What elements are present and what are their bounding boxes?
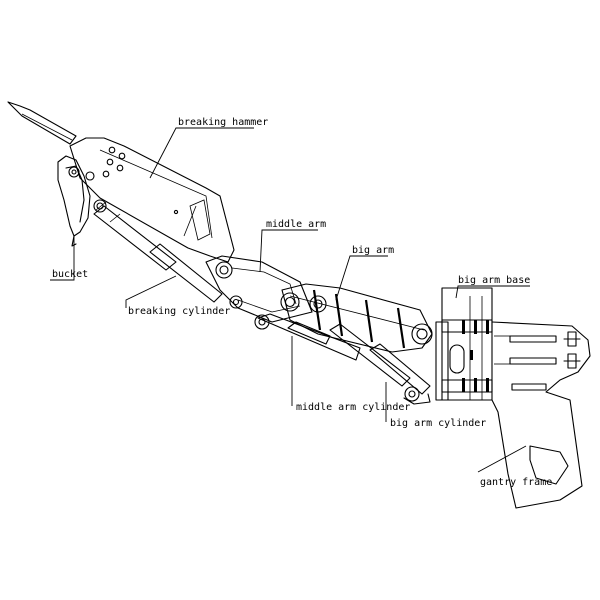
label-breaking-cylinder: breaking cylinder [128,306,230,317]
label-middle-arm-cylinder: middle arm cylinder [296,402,410,413]
breaking-cylinder [93,201,223,303]
label-bucket: bucket [52,269,88,280]
label-breaking-hammer: breaking hammer [178,117,268,128]
breaking-hammer [69,137,235,263]
middle-arm-cylinder [257,313,411,387]
big-arm [280,283,433,353]
bucket [57,155,91,247]
label-big-arm: big arm [352,245,394,256]
label-big-arm-base: big arm base [458,275,530,286]
label-big-arm-cylinder: big arm cylinder [390,418,486,429]
label-gantry-frame: gantry frame [480,477,552,488]
big-arm-base [435,287,493,401]
label-middle-arm: middle arm [266,219,326,230]
big-arm-cylinder [369,343,431,405]
leader-lines [50,127,530,473]
gantry-frame [491,321,591,509]
chisel-tool [7,101,77,145]
